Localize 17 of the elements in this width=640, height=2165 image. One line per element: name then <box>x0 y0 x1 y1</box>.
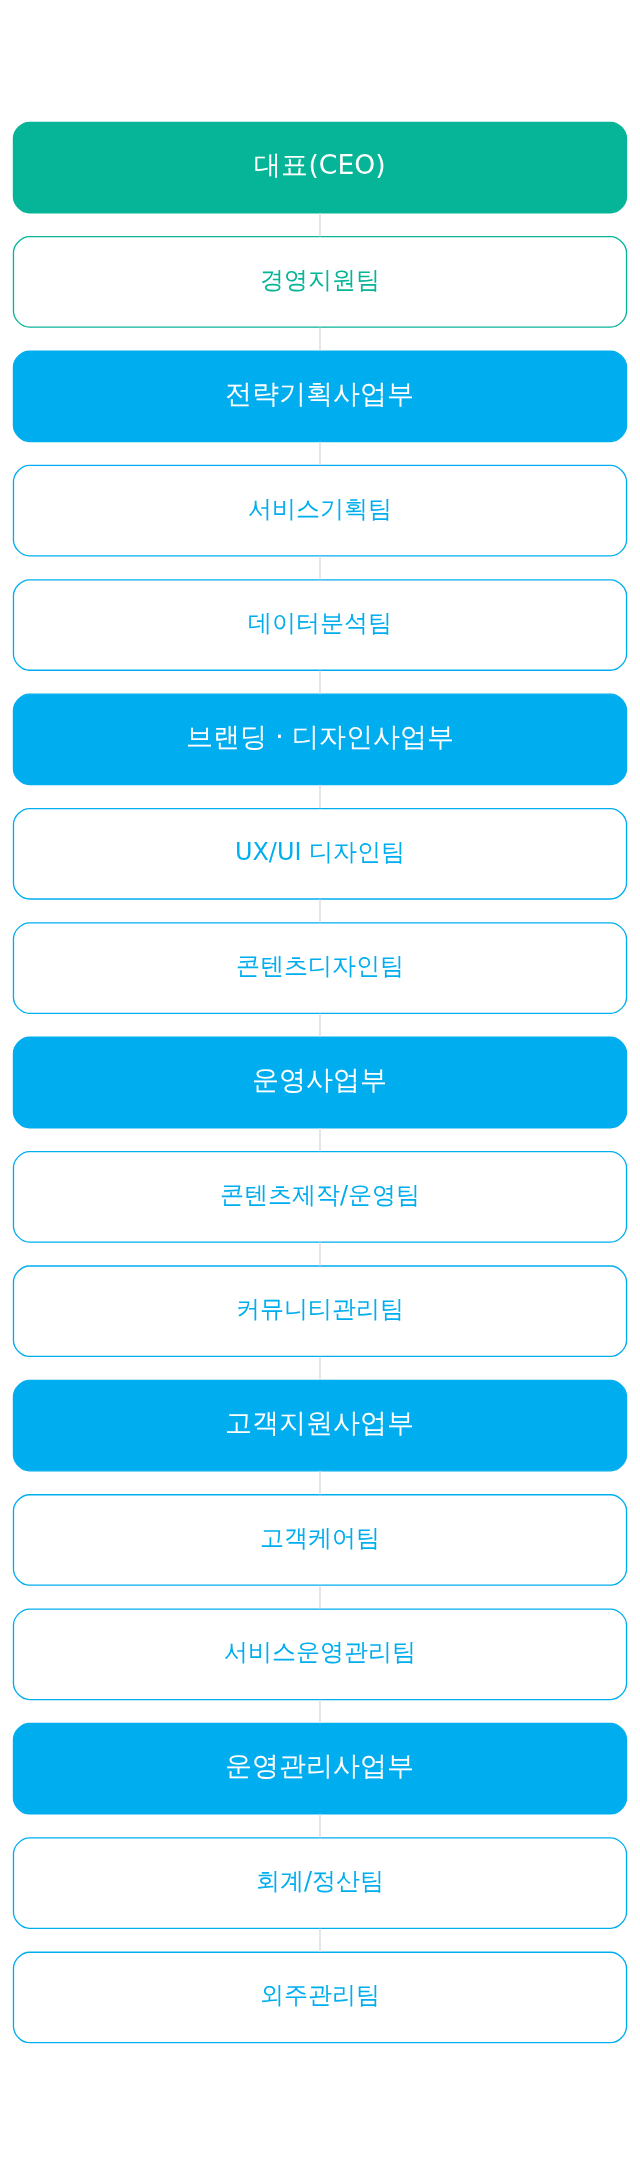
node-box: 콘텐츠디자인팀 <box>12 922 628 1014</box>
node-box: 커뮤니티관리팀 <box>12 1265 628 1358</box>
node-box: 데이터분석팀 <box>12 579 628 671</box>
node-box: 경영지원팀 <box>12 236 628 328</box>
node-box: 운영사업부 <box>12 1036 628 1129</box>
node-box: 외주관리팀 <box>12 1951 628 2044</box>
node-box: 고객케어팀 <box>12 1494 628 1586</box>
node-box: 브랜딩 · 디자인사업부 <box>12 693 628 786</box>
node-box: 대표(CEO) <box>12 121 628 214</box>
node-box: 서비스기획팀 <box>12 464 628 557</box>
node-box: 운영관리사업부 <box>12 1722 628 1815</box>
node-box: UX/UI 디자인팀 <box>12 807 628 900</box>
node-box: 콘텐츠제작/운영팀 <box>12 1151 628 1243</box>
node-box: 서비스운영관리팀 <box>12 1608 628 1701</box>
node-box: 전략기획사업부 <box>12 350 628 443</box>
node-box: 고객지원사업부 <box>12 1379 628 1472</box>
node-box: 회계/정산팀 <box>12 1837 628 1929</box>
